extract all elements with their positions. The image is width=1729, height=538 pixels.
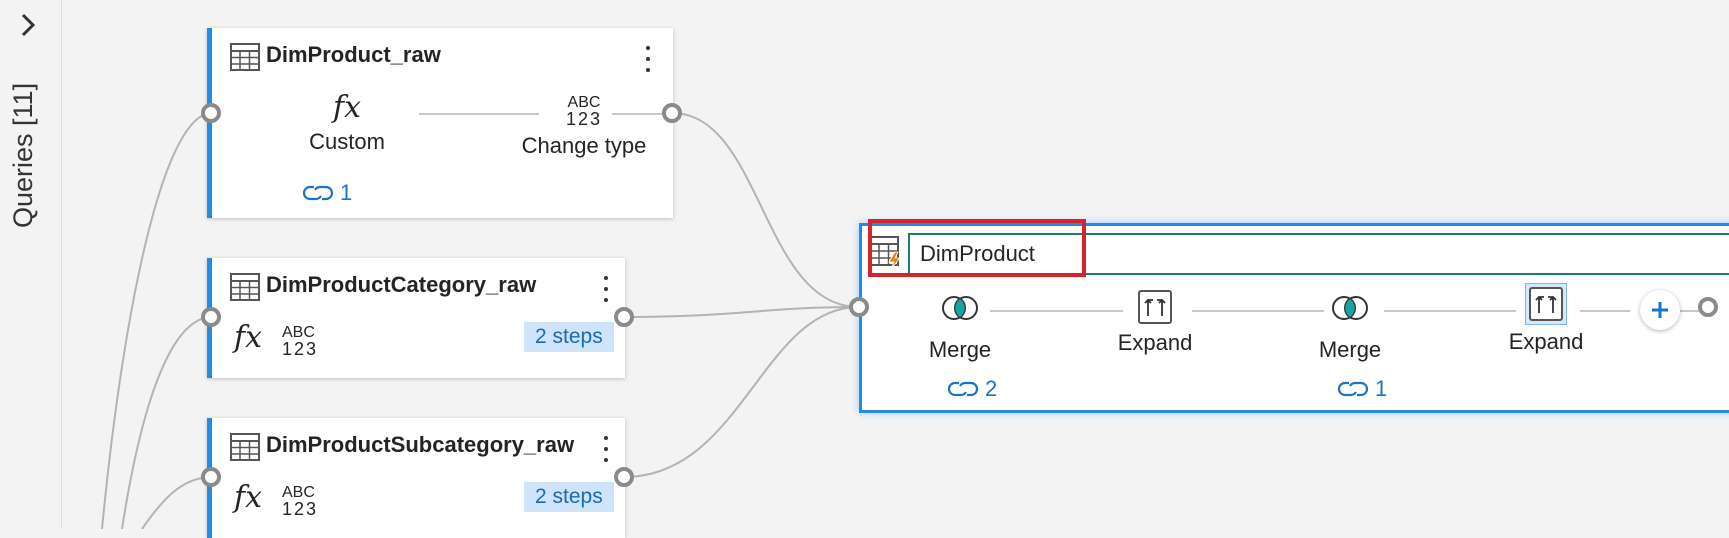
step-expand-2[interactable]: Expand: [1486, 283, 1606, 355]
step-label: Expand: [1117, 330, 1193, 355]
link-icon: [302, 185, 334, 201]
merge-icon: [1332, 296, 1368, 320]
expand-icon: [1138, 290, 1172, 324]
link-count-value: 2: [985, 376, 998, 401]
plus-icon: [1652, 302, 1668, 318]
query-output-port[interactable]: [662, 103, 682, 123]
wire-raw1-to-main: [671, 112, 860, 308]
wire-raw2-to-main: [623, 306, 860, 318]
link-count-value: 1: [1375, 376, 1388, 401]
link-count-value: 1: [340, 180, 353, 205]
query-output-port[interactable]: [614, 307, 634, 327]
linked-queries-count[interactable]: 1: [302, 180, 352, 206]
query-input-port[interactable]: [201, 467, 221, 487]
table-lightning-icon: [869, 236, 901, 270]
merge-icon: [942, 296, 978, 320]
step-label: Merge: [1318, 337, 1382, 362]
step-label: Change type: [521, 133, 647, 158]
step-connector: [1580, 310, 1630, 312]
fx-icon: fx: [234, 320, 263, 355]
step-merge-2[interactable]: Merge: [1290, 290, 1410, 363]
steps-count-badge[interactable]: 2 steps: [524, 322, 614, 352]
queries-pane-title: Queries [11]: [8, 82, 38, 228]
table-icon: [230, 433, 260, 461]
step-change-type[interactable]: ABC 123 Change type: [504, 94, 664, 159]
add-step-button[interactable]: [1640, 290, 1680, 330]
query-card-dimproduct-raw[interactable]: DimProduct_raw fx Custom ABC 123 Change …: [207, 28, 673, 218]
wire-raw3-to-main: [623, 306, 860, 478]
step-custom[interactable]: fx Custom: [267, 90, 427, 155]
query-name: DimProductSubcategory_raw: [266, 432, 575, 457]
more-options-button[interactable]: [597, 272, 615, 306]
step-connector: [612, 113, 672, 115]
link-icon: [1337, 381, 1369, 397]
query-output-port[interactable]: [1698, 297, 1718, 317]
chevron-right-icon: [21, 13, 36, 37]
step-connector: [990, 310, 1123, 312]
query-card-dimproduct[interactable]: Merge Expand Merge: [859, 223, 1729, 413]
table-icon: [230, 273, 260, 301]
linked-queries-count[interactable]: 1: [1337, 376, 1387, 402]
abc-123-icon: ABC 123: [282, 324, 319, 359]
step-label: Custom: [309, 129, 385, 154]
query-card-dimproductsubcategory-raw[interactable]: DimProductSubcategory_raw fx ABC 123 2 s…: [207, 418, 625, 538]
table-icon: [230, 43, 260, 71]
more-options-button[interactable]: [597, 432, 615, 466]
linked-queries-count[interactable]: 2: [947, 376, 997, 402]
more-options-button[interactable]: [639, 42, 657, 76]
query-name-input[interactable]: [908, 233, 1729, 275]
wire-left-1: [101, 112, 213, 529]
query-input-port[interactable]: [201, 103, 221, 123]
step-connector: [1384, 310, 1516, 312]
expand-icon: [1529, 287, 1563, 321]
fx-icon: fx: [234, 480, 263, 515]
wire-left-2: [121, 316, 213, 529]
step-merge-1[interactable]: Merge: [900, 290, 1020, 363]
abc-123-icon: ABC 123: [282, 484, 319, 519]
query-output-port[interactable]: [614, 467, 634, 487]
steps-count-badge[interactable]: 2 steps: [524, 482, 614, 512]
query-name: DimProduct_raw: [266, 42, 441, 67]
abc-123-icon: ABC 123: [565, 94, 603, 129]
query-input-port[interactable]: [849, 297, 869, 317]
fx-icon: fx: [332, 90, 362, 125]
step-connector: [419, 113, 539, 115]
step-label: Expand: [1508, 329, 1584, 354]
connection-wires: [101, 112, 860, 529]
query-name: DimProductCategory_raw: [266, 272, 537, 297]
expand-queries-button[interactable]: [15, 10, 41, 40]
wire-left-3: [141, 476, 213, 529]
diagram-canvas[interactable]: DimProduct_raw fx Custom ABC 123 Change …: [62, 0, 1729, 538]
queries-pane: Queries [11]: [0, 0, 62, 529]
selected-step-highlight: [1525, 283, 1567, 325]
link-icon: [947, 381, 979, 397]
step-expand-1[interactable]: Expand: [1095, 290, 1215, 356]
step-label: Merge: [928, 337, 992, 362]
query-card-dimproductcategory-raw[interactable]: DimProductCategory_raw fx ABC 123 2 step…: [207, 258, 625, 378]
step-connector: [1192, 310, 1324, 312]
query-input-port[interactable]: [201, 307, 221, 327]
